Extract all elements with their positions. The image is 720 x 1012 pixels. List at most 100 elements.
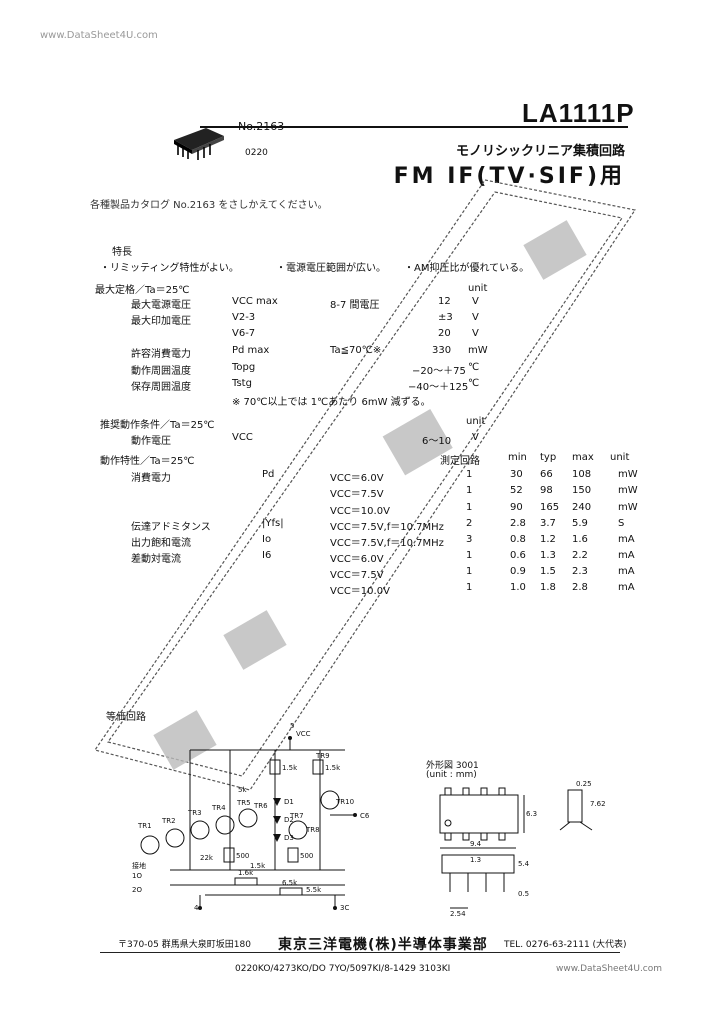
footer-rule: [100, 952, 620, 953]
svg-text:1.6k: 1.6k: [238, 869, 254, 877]
svg-text:5k: 5k: [238, 786, 247, 794]
abs-row-label: 動作周囲温度: [131, 366, 191, 377]
op-row-typ: 98: [540, 485, 553, 496]
abs-row-label: 最大電源電圧: [131, 300, 191, 311]
col-header-typ: typ: [540, 452, 557, 463]
document-code: 0220: [245, 148, 268, 158]
abs-row-value: 20: [438, 328, 451, 339]
footer-company: 東京三洋電機(株)半導体事業部: [278, 937, 488, 953]
svg-text:TR4: TR4: [211, 804, 226, 812]
abs-row-unit: ℃: [468, 362, 480, 373]
op-row-max: 150: [572, 485, 592, 496]
abs-row-symbol: V2-3: [232, 312, 256, 323]
svg-text:TR5: TR5: [236, 799, 251, 807]
abs-row-symbol: Topg: [232, 362, 256, 373]
op-row-symbol: Pd: [262, 469, 275, 480]
abs-row-symbol: V6-7: [232, 328, 256, 339]
op-row-typ: 66: [540, 469, 553, 480]
op-row-unit: mA: [618, 582, 635, 593]
abs-row-value: 330: [432, 345, 452, 356]
ic-chip-icon: [174, 128, 224, 160]
abs-max-footnote: ※ 70℃以上では 1℃あたり 6mW 減ずる。: [232, 397, 431, 408]
op-row-min: 30: [510, 469, 523, 480]
rec-row-unit: V: [472, 432, 479, 443]
op-row-condition: VCC＝6.0V: [330, 554, 384, 565]
svg-text:1O: 1O: [132, 872, 142, 880]
recommended-heading: 推奨動作条件／Ta＝25℃: [100, 420, 215, 431]
abs-row-value: −40～＋125: [408, 382, 469, 393]
svg-text:TR8: TR8: [305, 826, 320, 834]
op-row-min: 2.8: [510, 518, 526, 529]
abs-max-heading: 最大定格／Ta＝25℃: [95, 285, 190, 296]
op-row-circuit: 1: [466, 485, 473, 496]
svg-text:2O: 2O: [132, 886, 142, 894]
op-row-max: 2.2: [572, 550, 588, 561]
op-row-symbol: Io: [262, 534, 272, 545]
abs-row-label: 許容消費電力: [131, 349, 191, 360]
abs-row-unit: ℃: [468, 378, 480, 389]
op-row-max: 2.3: [572, 566, 588, 577]
svg-text:TR1: TR1: [137, 822, 152, 830]
svg-text:TR9: TR9: [315, 752, 330, 760]
op-row-typ: 1.3: [540, 550, 556, 561]
svg-text:4: 4: [194, 904, 199, 910]
header-rule: [200, 126, 628, 128]
svg-text:3C: 3C: [340, 904, 349, 910]
op-row-circuit: 1: [466, 582, 473, 593]
op-row-min: 0.6: [510, 550, 526, 561]
svg-text:C6: C6: [360, 812, 370, 820]
footer-address: 〒370-05 群馬県大泉町坂田180: [118, 940, 251, 950]
equiv-circuit-diagram: 5 VCC C6 4 3C 接地 1O 2O TR1 TR2 TR3 TR4 T…: [132, 722, 370, 910]
svg-text:5: 5: [290, 722, 294, 730]
footer-tel: TEL. 0276-63-2111 (大代表): [504, 940, 627, 950]
replacement-notice: 各種製品カタログ No.2163 をさしかえてください。: [90, 200, 328, 211]
op-row-label: 差動対電流: [131, 554, 181, 565]
svg-text:1.3: 1.3: [470, 856, 481, 864]
subtitle-ic-type: モノリシックリニア集積回路: [455, 144, 625, 159]
op-row-symbol: |Yfs|: [262, 518, 284, 529]
op-row-unit: mW: [618, 502, 638, 513]
svg-text:2.54: 2.54: [450, 910, 466, 918]
svg-text:TR10: TR10: [335, 798, 354, 806]
op-row-condition: VCC＝7.5V: [330, 570, 384, 581]
op-row-unit: S: [618, 518, 625, 529]
abs-row-condition: Ta≦70℃※: [330, 345, 382, 356]
op-row-label: 出力飽和電流: [131, 538, 191, 549]
op-row-condition: VCC＝7.5V,f＝10.7MHz: [330, 522, 444, 533]
svg-text:1.5k: 1.5k: [250, 862, 266, 870]
op-row-label: 伝達アドミタンス: [131, 522, 211, 533]
col-header-circuit: 測定回路: [440, 456, 480, 467]
package-heading: 外形図 3001: [426, 761, 479, 771]
svg-text:0.25: 0.25: [576, 780, 592, 788]
abs-row-label: 最大印加電圧: [131, 316, 191, 327]
op-row-max: 5.9: [572, 518, 588, 529]
svg-text:VCC: VCC: [296, 730, 311, 738]
svg-text:0.5: 0.5: [518, 890, 529, 898]
svg-text:6.3: 6.3: [526, 810, 537, 818]
svg-text:D3: D3: [284, 834, 294, 842]
abs-row-value: 12: [438, 296, 451, 307]
op-row-condition: VCC＝6.0V: [330, 473, 384, 484]
abs-row-label: 保存周囲温度: [131, 382, 191, 393]
op-row-max: 240: [572, 502, 592, 513]
abs-max-unit-header: unit: [468, 283, 488, 294]
svg-text:500: 500: [300, 852, 313, 860]
abs-row-unit: V: [472, 296, 479, 307]
op-row-condition: VCC＝10.0V: [330, 586, 390, 597]
svg-text:5.5k: 5.5k: [306, 886, 322, 894]
op-row-condition: VCC＝7.5V,f＝10.7MHz: [330, 538, 444, 549]
part-number: LA1111P: [522, 98, 635, 128]
abs-row-symbol: VCC max: [232, 296, 278, 307]
abs-row-symbol: Pd max: [232, 345, 270, 356]
op-row-min: 52: [510, 485, 523, 496]
svg-text:1.5k: 1.5k: [282, 764, 298, 772]
svg-text:500: 500: [236, 852, 249, 860]
op-row-typ: 1.8: [540, 582, 556, 593]
svg-text:TR2: TR2: [161, 817, 176, 825]
op-row-min: 1.0: [510, 582, 526, 593]
op-row-unit: mA: [618, 566, 635, 577]
svg-text:TR6: TR6: [253, 802, 268, 810]
operating-heading: 動作特性／Ta＝25℃: [100, 456, 195, 467]
svg-text:22k: 22k: [200, 854, 214, 862]
op-row-typ: 165: [540, 502, 560, 513]
